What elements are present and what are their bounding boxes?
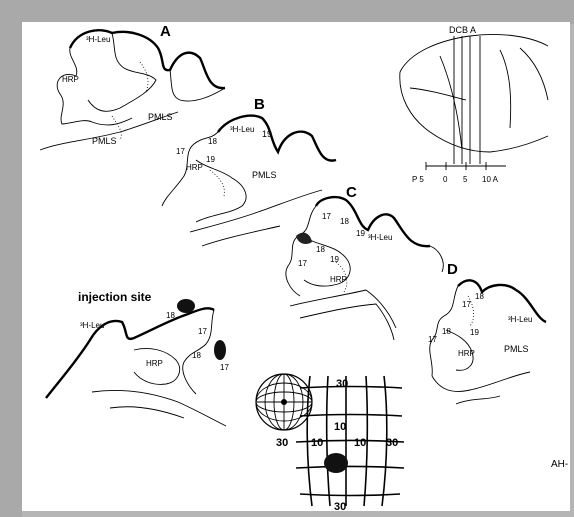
grid-h-4: [296, 467, 404, 469]
panel-a-sulcus-right: [170, 70, 225, 101]
grid-label-30-left: 30: [276, 437, 288, 449]
panel-a-letter: A: [160, 23, 171, 40]
panel-c-letter: C: [346, 184, 357, 201]
panel-d-label-leu: ³H-Leu: [508, 315, 532, 324]
panel-b-white-matter: [190, 190, 322, 232]
panel-a-label-dots: [140, 62, 148, 92]
injection-label-hrp: HRP: [146, 359, 163, 368]
panel-d-labeled-surface: [458, 280, 546, 322]
panel-a-gyrus: [88, 33, 156, 111]
panel-d-label-hrp: HRP: [458, 349, 475, 358]
field-response-spot: [324, 453, 348, 473]
grid-label-10-upper: 10: [334, 421, 346, 433]
panel-b-label-17: 17: [176, 147, 185, 156]
panel-b-gyrus: [196, 160, 246, 222]
injection-label-17a: 17: [198, 327, 207, 336]
panel-c-label-19a: 19: [356, 229, 365, 238]
visual-field-globe: [256, 374, 312, 430]
grid-label-30-right: 30: [386, 437, 398, 449]
brain-sulcus-1: [440, 56, 462, 150]
panel-c-dense-label: [296, 233, 312, 244]
panel-b-letter: B: [254, 96, 265, 113]
panel-d-label-18b: 18: [442, 327, 451, 336]
globe-center: [281, 399, 287, 405]
ap-label-p5: P 5: [412, 175, 424, 184]
panel-c-label-hrp: HRP: [330, 275, 347, 284]
brain-sulcus-3: [520, 48, 548, 100]
brain-sulcus-2: [500, 50, 511, 128]
injection-label-17b: 17: [220, 363, 229, 372]
panel-c-label-leu: ³H-Leu: [368, 233, 392, 242]
panel-d-letter: D: [447, 261, 458, 278]
panel-d-label-17a: 17: [462, 300, 471, 309]
panel-d-label-pmls: PMLS: [504, 344, 529, 354]
corner-text: AH-: [551, 459, 568, 470]
gray-frame-top: [0, 0, 574, 24]
panel-c-label-19b: 19: [330, 255, 339, 264]
panel-c-label-17a: 17: [322, 212, 331, 221]
grid-h-5: [300, 494, 400, 496]
injection-white-matter: [92, 390, 226, 426]
panel-a-label-pmls-1: PMLS: [148, 112, 173, 122]
ap-label-5: 5: [463, 175, 468, 184]
panel-d-label-17b: 17: [428, 335, 437, 344]
panel-b: B ³H-Leu 19 18 17 19 HRP PMLS: [162, 96, 336, 246]
panel-c-label-18b: 18: [316, 245, 325, 254]
brain-dorsal-view: DCB A P 5 0 5 10 A: [400, 25, 548, 184]
grid-label-10-left: 10: [311, 437, 323, 449]
panel-a-sulcus-left: [57, 48, 132, 125]
brain-outline-bottom: [400, 72, 548, 152]
injection-label-18a: 18: [166, 311, 175, 320]
grid-label-30-bottom: 30: [334, 501, 346, 511]
panel-a-label-leu: ³H-Leu: [86, 35, 110, 44]
panel-c-label-17b: 17: [298, 259, 307, 268]
panel-c-right-edge: [430, 246, 443, 272]
panel-c-left-edge: [286, 206, 316, 296]
panel-b-label-hrp: HRP: [186, 163, 203, 172]
panel-b-white-matter-2: [202, 226, 280, 246]
visual-field-grid: 30 10 10 10 30 30 30: [276, 376, 404, 511]
figure-sheet: A ³H-Leu HRP PMLS PMLS B ³H-Leu 19 18 17…: [22, 22, 570, 511]
panel-b-label-leu: ³H-Leu: [230, 125, 254, 134]
ap-label-10a: 10 A: [482, 175, 499, 184]
panel-c-white-matter-2: [300, 304, 394, 340]
panel-d-label-19: 19: [470, 328, 479, 337]
injection-site-title: injection site: [78, 290, 152, 304]
gray-frame-left: [0, 0, 22, 517]
grid-label-10-right: 10: [354, 437, 366, 449]
panel-b-labeled-surface: [218, 116, 336, 161]
injection-spot-upper: [177, 299, 195, 313]
panel-c-label-18a: 18: [340, 217, 349, 226]
brain-sulcus-4: [410, 88, 466, 100]
panel-d-white-matter: [432, 372, 530, 391]
panel-a-label-pmls-2: PMLS: [92, 136, 117, 146]
panel-b-label-19a: 19: [262, 129, 272, 139]
injection-white-matter-2: [110, 407, 184, 418]
injection-label-18b: 18: [192, 351, 201, 360]
injection-label-leu: ³H-Leu: [80, 321, 104, 330]
figure-canvas: A ³H-Leu HRP PMLS PMLS B ³H-Leu 19 18 17…: [22, 22, 570, 511]
injection-spot-lower: [214, 340, 226, 360]
panel-b-label-18: 18: [208, 137, 217, 146]
injection-site-panel: injection site ³H-Leu 18 17 HRP 18 17: [46, 290, 229, 426]
ap-label-0: 0: [443, 175, 448, 184]
panel-a-label-hrp: HRP: [62, 75, 79, 84]
grid-h-1: [300, 387, 402, 389]
section-letters: DCB A: [449, 25, 476, 35]
grid-label-30-top: 30: [336, 378, 348, 390]
panel-b-label-19b: 19: [206, 155, 215, 164]
panel-d: D 17 18 ³H-Leu 17 18 19 HRP PMLS: [428, 261, 546, 404]
panel-c: C 17 18 19 ³H-Leu 17 18 19 HRP: [286, 184, 443, 340]
panel-d-white-matter-2: [456, 396, 500, 404]
panel-b-label-pmls: PMLS: [252, 170, 277, 180]
panel-d-label-18a: 18: [475, 292, 484, 301]
panel-b-label-dots: [210, 170, 224, 196]
panel-a: A ³H-Leu HRP PMLS PMLS: [40, 23, 225, 150]
